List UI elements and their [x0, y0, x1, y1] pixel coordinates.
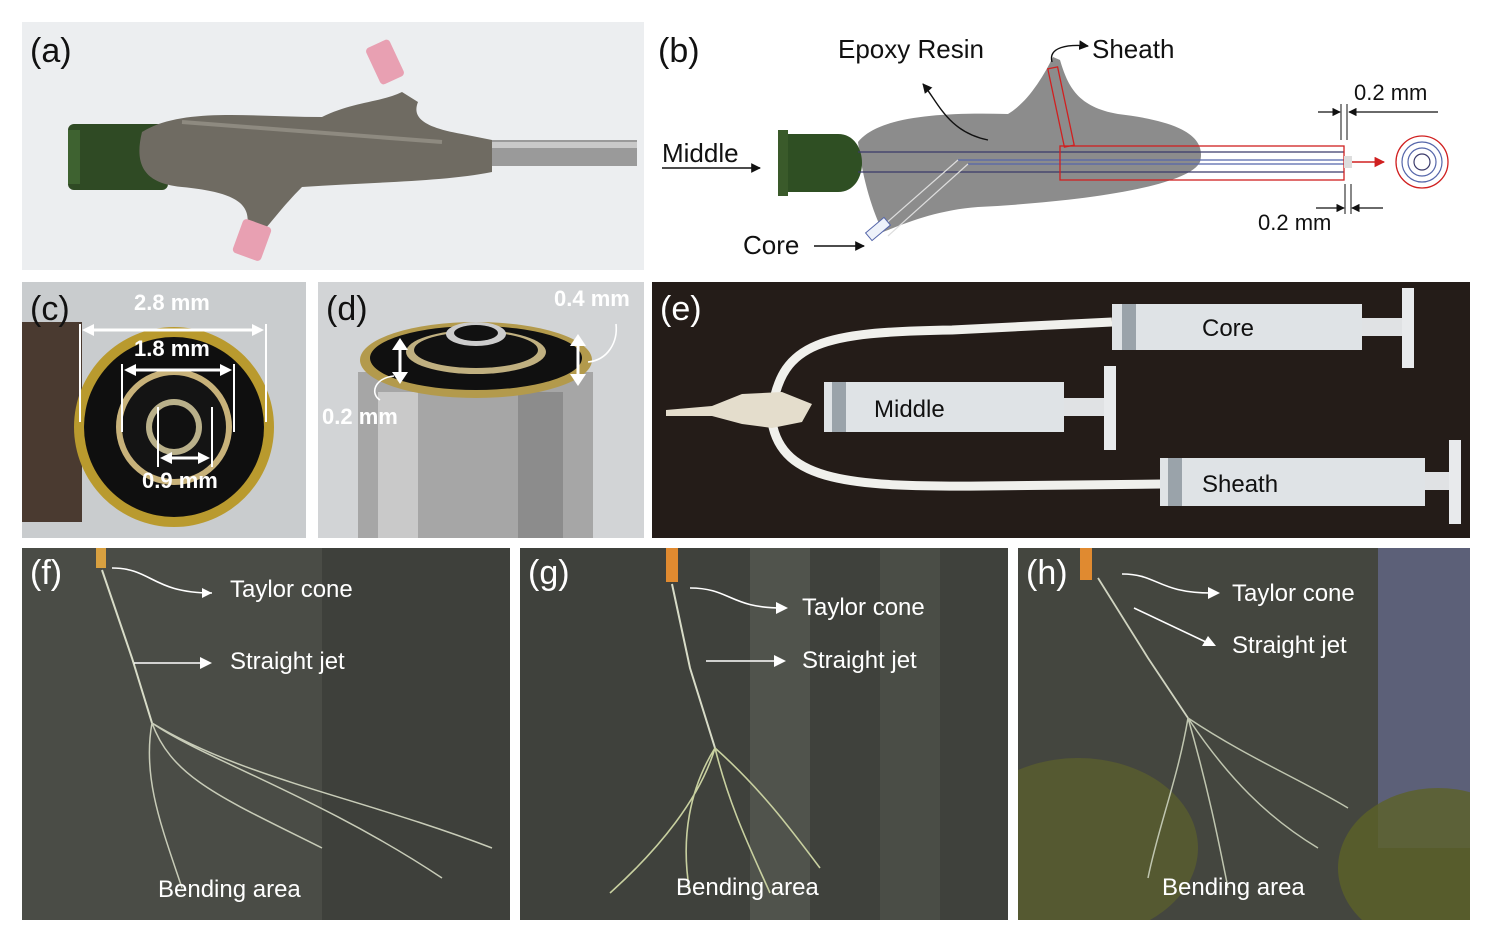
jet-photo-g: [520, 548, 1008, 920]
label-bending-area-f: Bending area: [158, 876, 301, 903]
panel-label-a: (a): [30, 32, 72, 70]
label-straight-jet-g: Straight jet: [802, 647, 917, 674]
label-1-8mm: 1.8 mm: [134, 336, 210, 361]
label-middle: Middle: [662, 138, 739, 168]
label-taylor-cone-h: Taylor cone: [1232, 580, 1355, 607]
nozzle-photo: [68, 39, 637, 261]
label-straight-jet-f: Straight jet: [230, 648, 345, 675]
panel-b: (b) Epoxy Resin Sheath Middle Core 0.2 m…: [648, 22, 1476, 270]
nozzle-cross-section: [22, 282, 306, 538]
panel-label-d: (d): [326, 290, 368, 328]
panel-label-f: (f): [30, 554, 63, 592]
connector: [778, 130, 788, 196]
label-2-8mm: 2.8 mm: [134, 290, 210, 315]
panel-g: (g) Taylor cone Straight jet Bending are…: [520, 548, 1008, 920]
panel-f: (f) Taylor cone Straight jet Bending are…: [22, 548, 510, 920]
panel-a: (a): [22, 22, 644, 270]
epoxy-body: [858, 57, 1202, 232]
jet-photo-h: [1018, 548, 1470, 920]
label-0-4mm: 0.4 mm: [554, 286, 630, 311]
panel-e: (e) Core Middle Sheath: [652, 282, 1470, 538]
panel-label-c: (c): [30, 290, 70, 328]
label-dim-bottom: 0.2 mm: [1258, 210, 1332, 235]
panel-label-h: (h): [1026, 554, 1068, 592]
label-bending-area-h: Bending area: [1162, 874, 1305, 901]
panel-d: (d) 0.4 mm 0.2 mm: [318, 282, 644, 538]
schematic-diagram: [662, 40, 1449, 251]
label-taylor-cone-f: Taylor cone: [230, 576, 353, 603]
label-syringe-middle: Middle: [874, 396, 945, 423]
panel-label-g: (g): [528, 554, 570, 592]
label-syringe-core: Core: [1202, 315, 1255, 342]
syringe-setup-photo: [666, 288, 1461, 524]
jet-photo-f: [22, 548, 510, 920]
nozzle-tip-photo: [358, 322, 617, 538]
panel-label-b: (b): [658, 32, 700, 70]
panel-h: (h) Taylor cone Straight jet Bending are…: [1018, 548, 1470, 920]
label-epoxy-resin: Epoxy Resin: [838, 34, 984, 64]
panel-c: (c) 2.8 mm 1.8 mm 0.9 mm: [22, 282, 306, 538]
label-taylor-cone-g: Taylor cone: [802, 594, 925, 621]
label-syringe-sheath: Sheath: [1202, 471, 1279, 498]
panel-label-e: (e): [660, 290, 702, 328]
label-bending-area-g: Bending area: [676, 874, 819, 901]
label-dim-top: 0.2 mm: [1354, 80, 1428, 105]
label-0-9mm: 0.9 mm: [142, 468, 218, 493]
label-0-2mm: 0.2 mm: [322, 404, 398, 429]
label-straight-jet-h: Straight jet: [1232, 632, 1347, 659]
label-sheath: Sheath: [1092, 34, 1175, 64]
label-core: Core: [743, 230, 800, 260]
